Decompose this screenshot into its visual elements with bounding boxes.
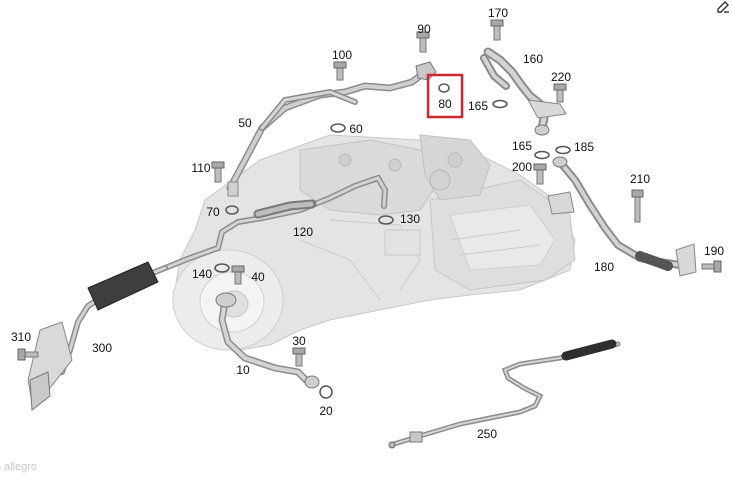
oil-pipe-120 (162, 174, 389, 271)
label-200: 200 (512, 160, 532, 174)
seal-165-lower (534, 150, 550, 160)
label-10: 10 (236, 363, 250, 377)
bolt-220 (553, 83, 567, 103)
pipe-300 (27, 261, 168, 411)
seal-140 (214, 263, 230, 273)
watermark: allegro (4, 461, 37, 473)
label-20: 20 (319, 404, 333, 418)
seal-20 (319, 385, 333, 399)
coolant-pipe-180 (547, 156, 697, 277)
bolt-190 (701, 260, 722, 273)
label-250: 250 (477, 427, 497, 441)
label-140: 140 (192, 267, 212, 281)
pipe-250 (388, 339, 621, 449)
label-300: 300 (92, 341, 112, 355)
bolt-210 (631, 189, 644, 223)
label-170: 170 (488, 6, 508, 20)
label-185: 185 (574, 140, 594, 154)
label-30: 30 (292, 334, 306, 348)
label-70: 70 (206, 205, 220, 219)
label-40: 40 (251, 270, 265, 284)
bolt-310 (17, 348, 39, 361)
label-80: 80 (438, 97, 452, 111)
label-130: 130 (400, 212, 420, 226)
oil-pipe-10 (215, 292, 320, 389)
label-50: 50 (238, 116, 252, 130)
seal-70 (225, 205, 239, 215)
corner-edit-icon[interactable] (716, 0, 730, 14)
seal-185 (555, 145, 571, 155)
bolt-40 (231, 265, 245, 285)
bolt-30 (292, 347, 306, 367)
seal-60 (330, 123, 346, 133)
part-labels: 90 100 80 60 50 110 70 130 120 140 40 30… (11, 6, 724, 441)
label-60: 60 (349, 122, 363, 136)
label-210: 210 (630, 172, 650, 186)
bolt-90 (416, 31, 430, 53)
seal-80 (438, 83, 450, 93)
label-160: 160 (523, 52, 543, 66)
label-100: 100 (332, 48, 352, 62)
bolt-100 (333, 61, 347, 81)
label-165-lower: 165 (512, 139, 532, 153)
turbocharger-assembly (172, 134, 576, 351)
coolant-pipe-160 (480, 47, 567, 136)
bolt-170 (490, 19, 504, 41)
label-110: 110 (191, 161, 210, 175)
seal-130 (378, 215, 394, 225)
highlight-box-80 (426, 73, 464, 119)
label-180: 180 (594, 260, 614, 274)
oil-pipe-50 (226, 61, 437, 197)
label-190: 190 (704, 244, 724, 258)
label-220: 220 (551, 70, 571, 84)
label-310: 310 (11, 330, 31, 344)
label-165-upper: 165 (468, 99, 488, 113)
label-90: 90 (417, 22, 431, 36)
bolt-200 (533, 163, 547, 185)
label-120: 120 (293, 225, 313, 239)
bolt-110 (211, 161, 225, 183)
seal-165-upper (492, 99, 508, 109)
